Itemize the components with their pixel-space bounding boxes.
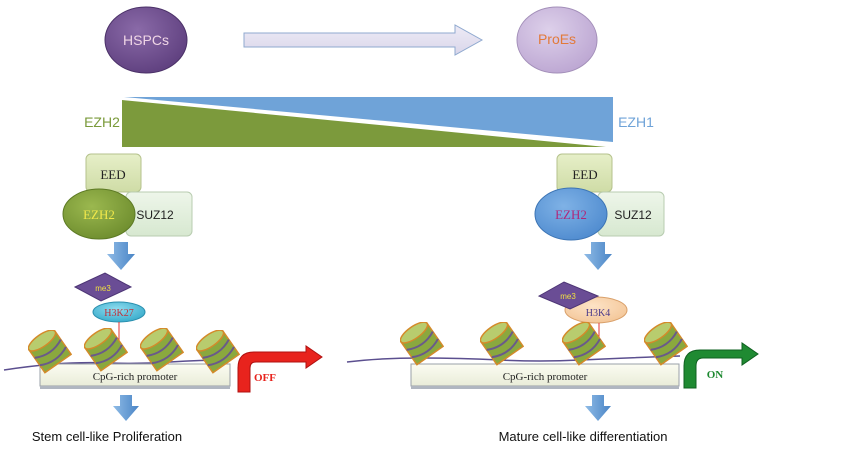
promoter-right-label: CpG-rich promoter bbox=[503, 371, 588, 383]
down-arrow-icon bbox=[585, 395, 611, 421]
proe-cell: ProEs bbox=[516, 6, 598, 74]
ezh2-enzyme-label: EZH2 bbox=[555, 207, 587, 222]
ezh-gradient-bar bbox=[122, 96, 613, 147]
nucleosome bbox=[480, 322, 524, 366]
suz12-label: SUZ12 bbox=[614, 208, 652, 222]
eed-label: EED bbox=[572, 167, 597, 182]
ezh2-gradient-label: EZH2 bbox=[84, 114, 120, 130]
h3k27-label: H3K27 bbox=[104, 308, 133, 319]
promoter-left-label: CpG-rich promoter bbox=[93, 371, 178, 383]
outcome-right: Mature cell-like differentiation bbox=[499, 429, 668, 444]
chromatin-left: CpG-rich promoter bbox=[3, 328, 240, 389]
chromatin-right: CpG-rich promoter bbox=[346, 322, 688, 389]
nucleosome bbox=[562, 322, 606, 366]
h3k4me3-mark: me3 H3K4 bbox=[537, 281, 628, 347]
ezh1-gradient-label: EZH1 bbox=[618, 114, 654, 130]
prc2-complex-left: EED SUZ12 EZH2 bbox=[62, 153, 193, 240]
off-switch-arrow: OFF bbox=[237, 345, 323, 393]
transition-arrow bbox=[243, 24, 484, 56]
down-arrow-icon bbox=[107, 242, 135, 270]
on-switch-arrow: ON bbox=[683, 342, 759, 389]
me3-label: me3 bbox=[95, 284, 111, 293]
prc2-complex-right: EED SUZ12 EZH2 bbox=[534, 153, 665, 241]
on-label: ON bbox=[707, 369, 724, 381]
eed-label: EED bbox=[100, 167, 125, 182]
ezh2-enzyme-label: EZH2 bbox=[83, 207, 115, 222]
down-arrow-icon bbox=[584, 242, 612, 270]
h3k27me3-mark: me3 H3K27 bbox=[73, 272, 146, 340]
off-label: OFF bbox=[254, 372, 276, 384]
hspc-cell: HSPCs bbox=[104, 6, 188, 74]
ezh1-wedge bbox=[124, 97, 613, 142]
ezh2-wedge bbox=[122, 100, 606, 147]
outcome-left: Stem cell-like Proliferation bbox=[32, 429, 182, 444]
down-arrow-icon bbox=[113, 395, 139, 421]
h3k4-label: H3K4 bbox=[586, 308, 610, 319]
me3-label: me3 bbox=[560, 292, 576, 301]
suz12-label: SUZ12 bbox=[136, 208, 174, 222]
proe-label: ProEs bbox=[538, 31, 576, 47]
hspc-label: HSPCs bbox=[123, 32, 169, 48]
